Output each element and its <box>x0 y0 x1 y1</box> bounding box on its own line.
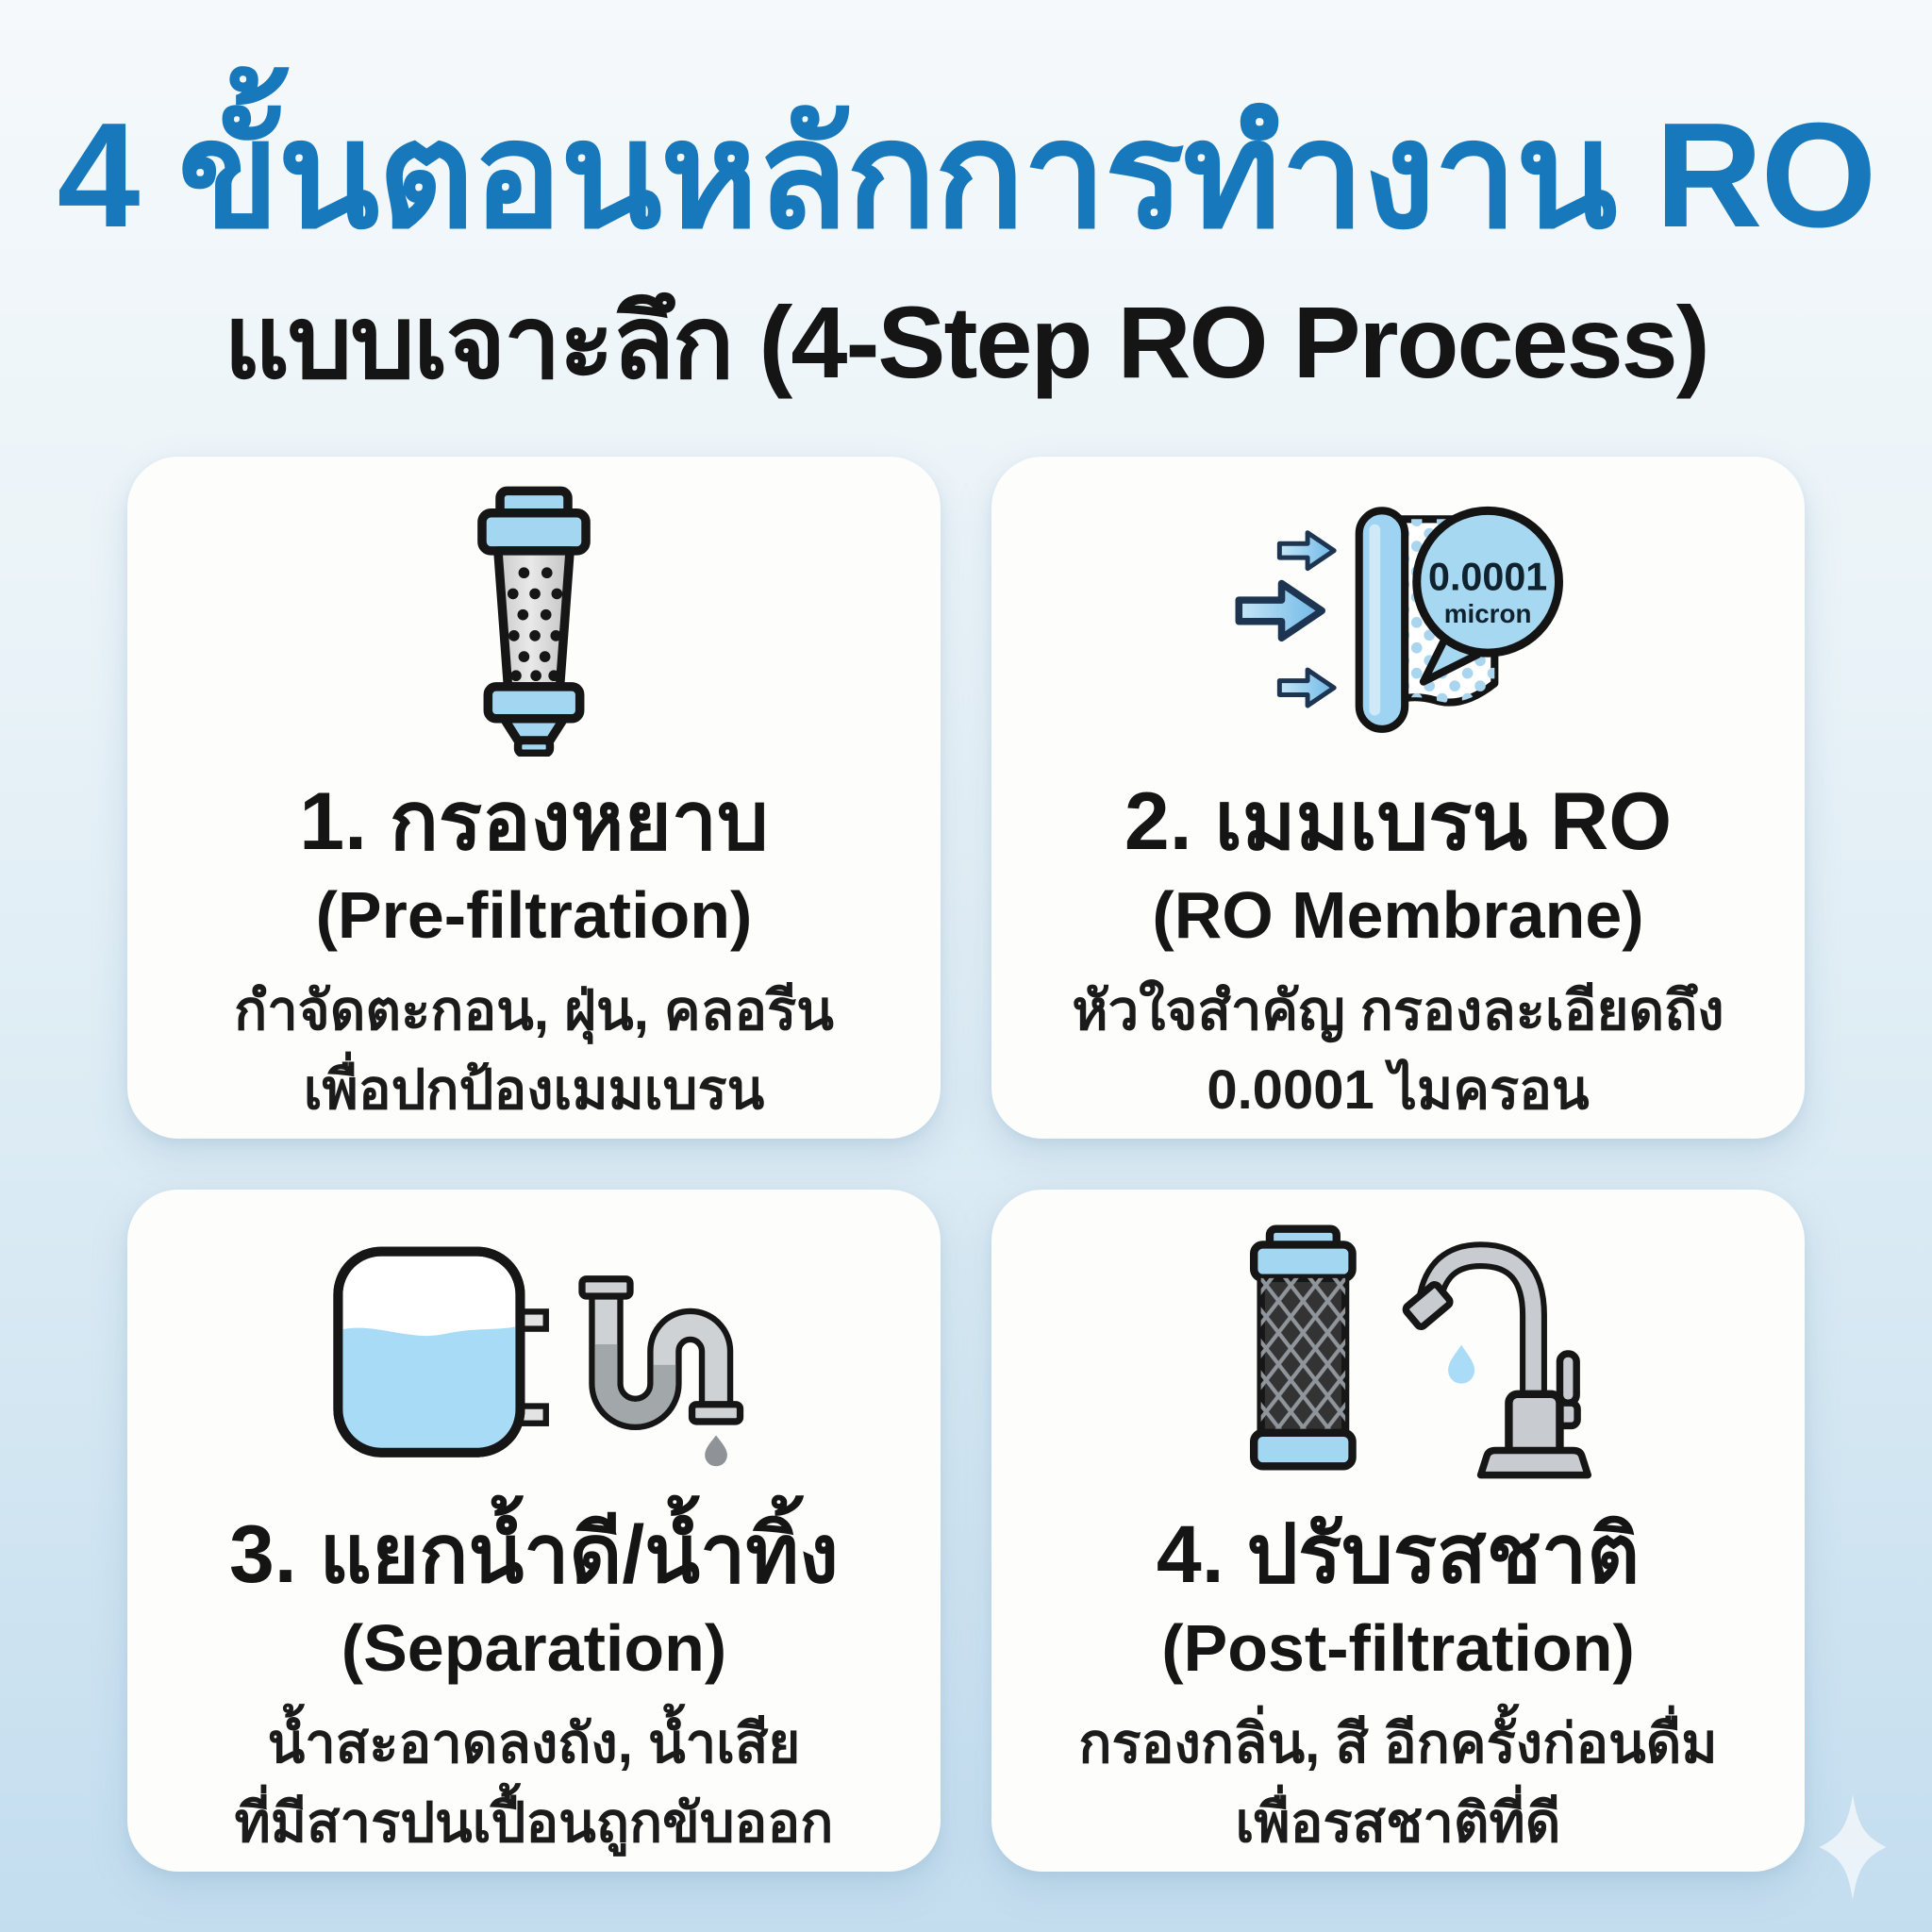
step-subtitle: (RO Membrane) <box>1152 877 1644 952</box>
bubble-micron-value: 0.0001 <box>1428 556 1547 599</box>
card-ro-membrane: 0.0001 micron 2. เมมเบรน RO (RO Membrane… <box>991 457 1805 1140</box>
steps-grid: 1. กรองหยาบ (Pre-filtration) กำจัดตะกอน,… <box>127 457 1805 1873</box>
card-separation: 3. แยกน้ำดี/น้ำทิ้ง (Separation) น้ำสะอา… <box>127 1190 941 1873</box>
step-title: 3. แยกน้ำดี/น้ำทิ้ง <box>228 1509 840 1601</box>
step-title: 1. กรองหยาบ <box>299 776 769 868</box>
step-description: น้ำสะอาดลงถัง, น้ำเสียที่มีสารปนเปื้อนถู… <box>235 1705 834 1863</box>
step-description-line1: หัวใจสำคัญ กรองละเอียดถึง <box>1072 979 1724 1041</box>
step-description: กรองกลิ่น, สี อีกครั้งก่อนดื่มเพื่อรสชาต… <box>1078 1705 1717 1863</box>
step-subtitle: (Separation) <box>341 1610 727 1685</box>
card-pre-filtration: 1. กรองหยาบ (Pre-filtration) กำจัดตะกอน,… <box>127 457 941 1140</box>
page-title: 4 ขั้นตอนหลักการทำงาน RO <box>57 92 1877 258</box>
card-post-filtration: 4. ปรับรสชาติ (Post-filtration) กรองกลิ่… <box>991 1190 1805 1873</box>
step-description-line2: ที่มีสารปนเปื้อนถูกขับออก <box>234 1791 834 1854</box>
page-subtitle: แบบเจาะลึก (4-Step RO Process) <box>224 285 1709 400</box>
step-description-line1: กำจัดตะกอน, ฝุ่น, คลอรีน <box>234 979 834 1041</box>
step-description: หัวใจสำคัญ กรองละเอียดถึง 0.0001 ไมครอน <box>1072 972 1724 1130</box>
header: 4 ขั้นตอนหลักการทำงาน RO แบบเจาะลึก (4-S… <box>0 0 1932 406</box>
ro-membrane-icon: 0.0001 micron <box>1232 483 1564 758</box>
step-description-line1: น้ำสะอาดลงถัง, น้ำเสีย <box>267 1712 801 1774</box>
step-description: กำจัดตะกอน, ฝุ่น, คลอรีนเพื่อปกป้องเมมเบ… <box>234 972 834 1130</box>
sparkle-icon <box>1819 1794 1887 1900</box>
step-description-line1: กรองกลิ่น, สี อีกครั้งก่อนดื่ม <box>1078 1712 1718 1774</box>
carbon-filter-faucet-icon <box>1205 1216 1591 1491</box>
step-description-line2: เพื่อรสชาติที่ดี <box>1235 1791 1561 1854</box>
step-description-line2: 0.0001 ไมครอน <box>1207 1058 1590 1121</box>
step-title: 2. เมมเบรน RO <box>1124 776 1673 868</box>
storage-tank-drain-icon <box>323 1216 745 1491</box>
sediment-filter-icon <box>414 483 654 758</box>
step-subtitle: (Pre-filtration) <box>315 877 753 952</box>
bubble-micron-unit: micron <box>1444 599 1532 628</box>
step-title: 4. ปรับรสชาติ <box>1156 1509 1641 1601</box>
step-description-line2: เพื่อปกป้องเมมเบรน <box>303 1058 765 1121</box>
step-subtitle: (Post-filtration) <box>1161 1610 1635 1685</box>
